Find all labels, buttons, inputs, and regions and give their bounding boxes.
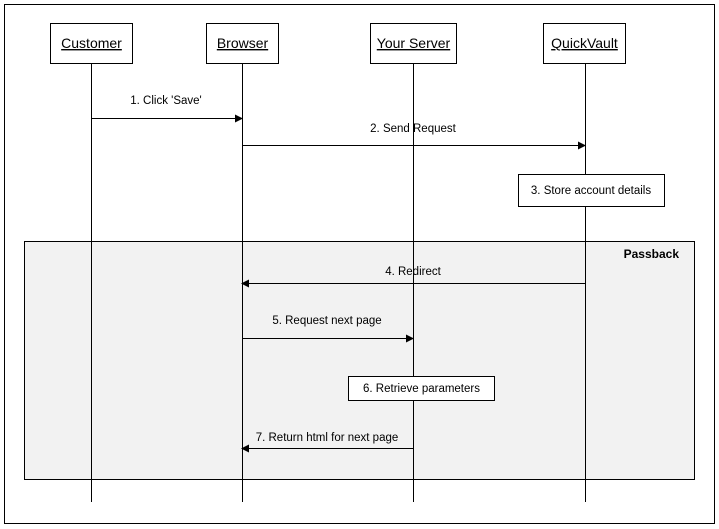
note-6-label: 6. Retrieve parameters — [363, 383, 480, 395]
note-6: 6. Retrieve parameters — [348, 376, 495, 401]
message-7-label: 7. Return html for next page — [256, 432, 399, 444]
message-1: 1. Click 'Save' — [91, 95, 243, 123]
actor-customer: Customer — [50, 23, 133, 64]
note-3-box — [518, 174, 665, 207]
message-5: 5. Request next page — [242, 315, 414, 343]
actor-customer-box — [50, 23, 133, 64]
actor-server-label: Your Server — [377, 35, 451, 51]
actor-server: Your Server — [370, 23, 457, 64]
actor-server-box — [370, 23, 457, 64]
message-2-label: 2. Send Request — [370, 123, 456, 135]
actor-quickvault: QuickVault — [543, 23, 626, 64]
note-3: 3. Store account details — [518, 174, 665, 207]
actor-quickvault-box — [543, 23, 626, 64]
passback-frame-box — [24, 241, 695, 480]
diagram-border — [4, 4, 715, 524]
message-5-label: 5. Request next page — [272, 315, 381, 327]
message-7: 7. Return html for next page — [241, 432, 414, 453]
note-3-label: 3. Store account details — [531, 185, 651, 197]
actor-customer-label: Customer — [61, 35, 122, 51]
actor-browser: Browser — [206, 23, 279, 64]
actor-quickvault-label: QuickVault — [551, 35, 618, 51]
passback-frame: Passback — [24, 241, 695, 480]
message-4-label: 4. Redirect — [385, 266, 441, 278]
message-1-label: 1. Click 'Save' — [130, 95, 202, 107]
message-2: 2. Send Request — [242, 123, 586, 150]
message-4: 4. Redirect — [241, 266, 586, 288]
note-6-box — [348, 376, 495, 401]
actor-browser-label: Browser — [217, 35, 269, 51]
actor-browser-box — [206, 23, 279, 64]
passback-frame-label: Passback — [624, 247, 680, 261]
